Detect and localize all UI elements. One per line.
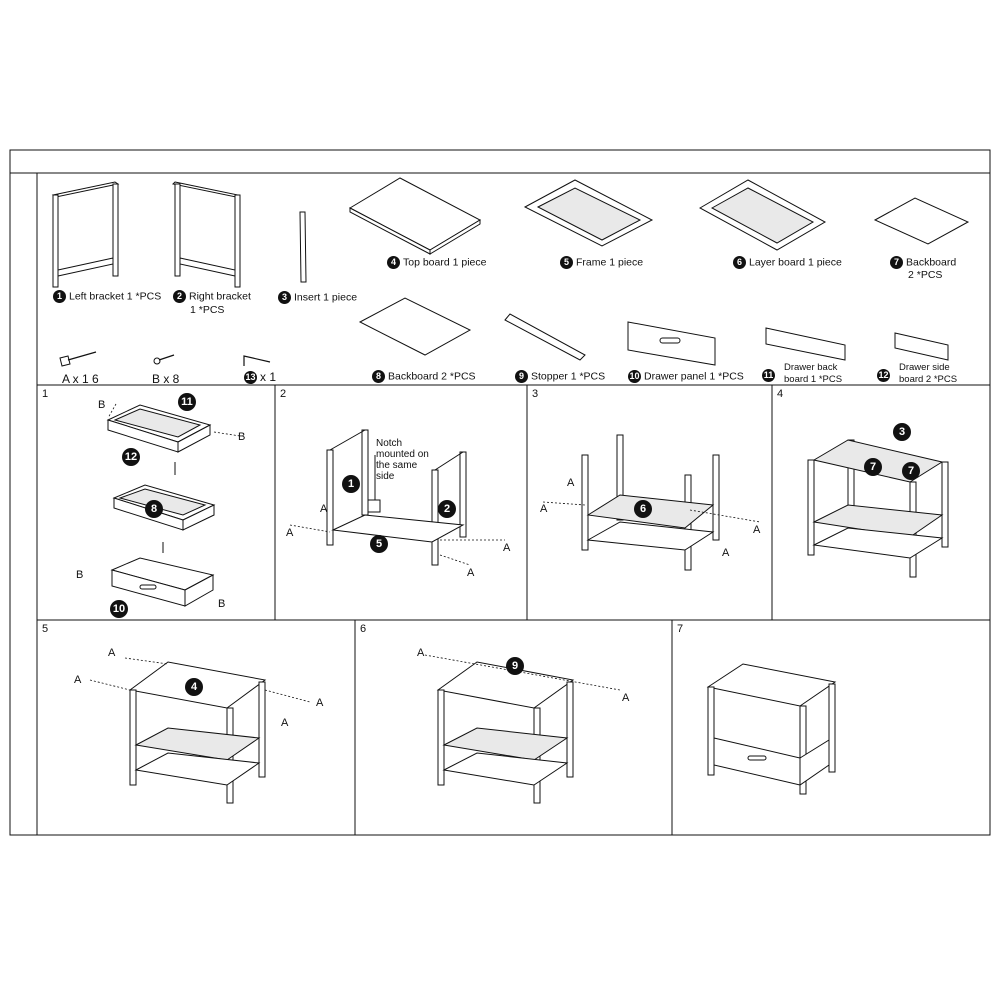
- step2-part-1-callout: 1: [342, 475, 360, 493]
- part-12-name: Drawer side: [899, 362, 950, 373]
- right-bracket-drawing: [171, 181, 241, 288]
- step5-drawing: [89, 657, 311, 804]
- step1-part-11-callout: 11: [178, 393, 196, 411]
- step4-drawing: [807, 439, 949, 578]
- step3-part-6-callout: 6: [634, 500, 652, 518]
- step6-part-9-callout: 9: [506, 657, 524, 675]
- step-4-number: 4: [777, 388, 784, 400]
- screw-a-drawing: [59, 351, 97, 367]
- step1-part-10-callout: 10: [110, 600, 128, 618]
- number-badge: 11: [762, 369, 775, 382]
- number-badge: 6: [733, 256, 746, 269]
- screw-b-count: B x 8: [152, 372, 180, 386]
- part-7-qty: 2 *PCS: [908, 269, 943, 281]
- step-5-number: 5: [42, 623, 49, 635]
- marker-a: A: [503, 542, 511, 554]
- marker-a: A: [108, 647, 116, 659]
- marker-b: B: [98, 399, 106, 411]
- step-7-number: 7: [677, 623, 684, 635]
- step2-part-2-callout: 2: [438, 500, 456, 518]
- insert-drawing: [299, 211, 307, 283]
- step5-part-4-callout: 4: [185, 678, 203, 696]
- part-11-name: Drawer back: [784, 362, 838, 373]
- step2-part-5-callout: 5: [370, 535, 388, 553]
- number-badge: 10: [628, 370, 641, 383]
- number-badge: 9: [515, 370, 528, 383]
- allen-key-drawing: [243, 355, 271, 366]
- step4-part-3-callout: 3: [893, 423, 911, 441]
- top-board-drawing: [348, 177, 482, 255]
- layer-board-drawing: [698, 179, 827, 251]
- number-badge: 3: [278, 291, 291, 304]
- number-badge: 8: [372, 370, 385, 383]
- left-bracket-drawing: [51, 181, 120, 288]
- step-6-number: 6: [360, 623, 367, 635]
- drawer-panel-drawing: [627, 321, 716, 366]
- marker-a: A: [540, 503, 548, 515]
- drawer-side-drawing: [894, 332, 949, 361]
- step1-part-12-callout: 12: [122, 448, 140, 466]
- marker-a: A: [622, 692, 630, 704]
- step6-drawing: [424, 654, 621, 804]
- stopper-drawing: [504, 313, 586, 361]
- step-1-number: 1: [42, 388, 49, 400]
- number-badge: 7: [890, 256, 903, 269]
- part-11-qty: board 1 *PCS: [784, 374, 843, 385]
- step1-drawing: [106, 403, 241, 607]
- step-3-number: 3: [532, 388, 539, 400]
- marker-a: A: [417, 647, 425, 659]
- marker-b: B: [76, 569, 84, 581]
- frame-drawing: [523, 179, 654, 247]
- part-12-label: 12: [877, 369, 893, 382]
- grid-lines: [9, 149, 991, 836]
- backboard-7-drawing: [873, 197, 970, 245]
- marker-a: A: [753, 524, 761, 536]
- number-badge: 13: [244, 371, 257, 385]
- marker-a: A: [286, 527, 294, 539]
- marker-a: A: [281, 717, 289, 729]
- number-badge: 2: [173, 290, 186, 303]
- part-12-qty: board 2 *PCS: [899, 374, 958, 385]
- step4-part-7-callout: 7: [864, 458, 882, 476]
- marker-a: A: [567, 477, 575, 489]
- marker-a: A: [316, 697, 324, 709]
- step4-part-7-callout: 7: [902, 462, 920, 480]
- number-badge: 5: [560, 256, 573, 269]
- part-2-qty: 1 *PCS: [190, 304, 225, 316]
- step7-drawing: [706, 663, 837, 795]
- step1-part-8-callout: 8: [145, 500, 163, 518]
- marker-a: A: [320, 503, 328, 515]
- backboard-8-drawing: [358, 297, 472, 356]
- drawer-back-drawing: [765, 327, 846, 361]
- step2-drawing: [289, 429, 505, 566]
- number-badge: 12: [877, 369, 890, 382]
- screw-b-drawing: [153, 354, 175, 365]
- marker-b: B: [238, 431, 246, 443]
- step-2-number: 2: [280, 388, 287, 400]
- marker-b: B: [218, 598, 226, 610]
- notch-note: Notch mounted on the same side: [376, 438, 429, 482]
- marker-a: A: [74, 674, 82, 686]
- part-11-label: 11: [762, 369, 778, 382]
- marker-a: A: [722, 547, 730, 559]
- number-badge: 1: [53, 290, 66, 303]
- screw-a-count: A x 1 6: [62, 372, 99, 386]
- number-badge: 4: [387, 256, 400, 269]
- marker-a: A: [467, 567, 475, 579]
